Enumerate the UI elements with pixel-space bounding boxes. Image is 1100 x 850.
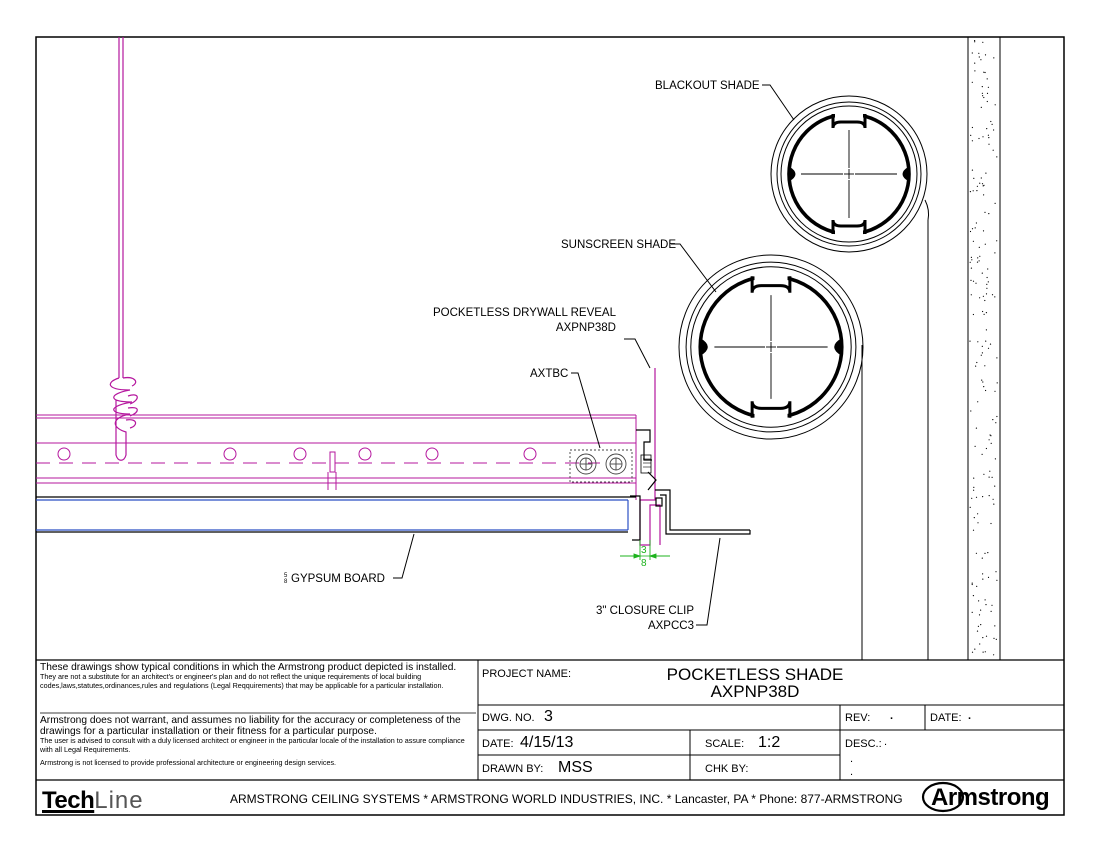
- label-gypsum-frac-den: 8: [284, 579, 288, 585]
- leader-lines: [393, 84, 795, 626]
- label-closure-clip-line2: AXPCC3: [648, 620, 694, 632]
- concrete-wall: [967, 37, 1001, 660]
- drywall-reveal-profile: [630, 368, 661, 546]
- rev-value: .: [890, 710, 894, 722]
- chk-by-label: CHK BY:: [705, 763, 749, 775]
- disclaimer-p1-big: These drawings show typical conditions i…: [40, 662, 457, 673]
- desc-extra-2: .: [850, 766, 854, 778]
- dimension-3-8: [620, 540, 670, 560]
- desc-extra-1: .: [850, 753, 854, 765]
- track-connector: [327, 451, 337, 490]
- desc-value: .: [884, 736, 888, 748]
- label-sunscreen-shade: SUNSCREEN SHADE: [561, 239, 676, 251]
- gypsum-board-section: [36, 496, 636, 533]
- sunscreen-shade-roller: [678, 254, 864, 440]
- blackout-shade-roller: [770, 95, 930, 253]
- project-name-line2: AXPNP38D: [710, 682, 800, 701]
- ceiling-track: [36, 414, 637, 500]
- date-value: 4/15/13: [520, 734, 574, 751]
- scale-label: SCALE:: [705, 738, 745, 750]
- techline-logo-bold: Tech: [42, 787, 95, 814]
- disclaimer-2: Armstrong does not warrant, and assumes …: [40, 715, 476, 768]
- disclaimer-p2-big: Armstrong does not warrant, and assumes …: [40, 715, 461, 737]
- date-label: DATE:: [482, 738, 514, 750]
- axtbc-fasteners: [569, 449, 633, 483]
- drawn-by-value: MSS: [558, 759, 593, 776]
- rev-date-label: DATE:: [930, 712, 962, 724]
- techline-logo: TechLine: [42, 787, 144, 815]
- label-axtbc: AXTBC: [530, 368, 568, 380]
- rev-label: REV:: [845, 712, 871, 724]
- disclaimer: These drawings show typical conditions i…: [40, 662, 476, 690]
- label-closure-clip-line1: 3" CLOSURE CLIP: [596, 605, 694, 617]
- dwg-no-label: DWG. NO.: [482, 712, 535, 724]
- label-blackout-shade: BLACKOUT SHADE: [655, 80, 760, 92]
- closure-clip: [655, 489, 751, 535]
- dimension-numerator: 3: [641, 545, 647, 556]
- disclaimer-p1-small: They are not a substitute for an archite…: [40, 672, 444, 690]
- label-reveal-line2: AXPNP38D: [556, 322, 616, 334]
- disclaimer-p2-small: The user is advised to consult with a du…: [40, 736, 465, 754]
- hanger-wire: [109, 37, 138, 461]
- desc-label: DESC.:: [845, 738, 882, 750]
- armstrong-logo-ring: [921, 781, 965, 813]
- project-name: POCKETLESS SHADE AXPNP38D: [640, 666, 870, 700]
- track-holes: [57, 447, 537, 461]
- drawn-by-label: DRAWN BY:: [482, 763, 544, 775]
- label-reveal-line1: POCKETLESS DRYWALL REVEAL: [433, 307, 617, 319]
- scale-value: 1:2: [758, 734, 781, 751]
- sheet-border: [35, 36, 1065, 816]
- label-gypsum-board: GYPSUM BOARD: [291, 573, 385, 585]
- dimension-denominator: 8: [641, 558, 647, 569]
- dwg-no-value: 3: [544, 708, 553, 725]
- armstrong-logo: Armstrong: [931, 784, 1050, 811]
- project-name-line1: POCKETLESS SHADE: [666, 665, 844, 684]
- rev-date-value: .: [968, 710, 972, 722]
- label-gypsum-frac-num: 5: [284, 573, 288, 579]
- techline-logo-light: Line: [94, 787, 144, 814]
- company-line: ARMSTRONG CEILING SYSTEMS * ARMSTRONG WO…: [230, 792, 903, 806]
- project-name-label: PROJECT NAME:: [482, 668, 572, 680]
- disclaimer-p3-small: Armstrong is not licensed to provide pro…: [40, 758, 337, 768]
